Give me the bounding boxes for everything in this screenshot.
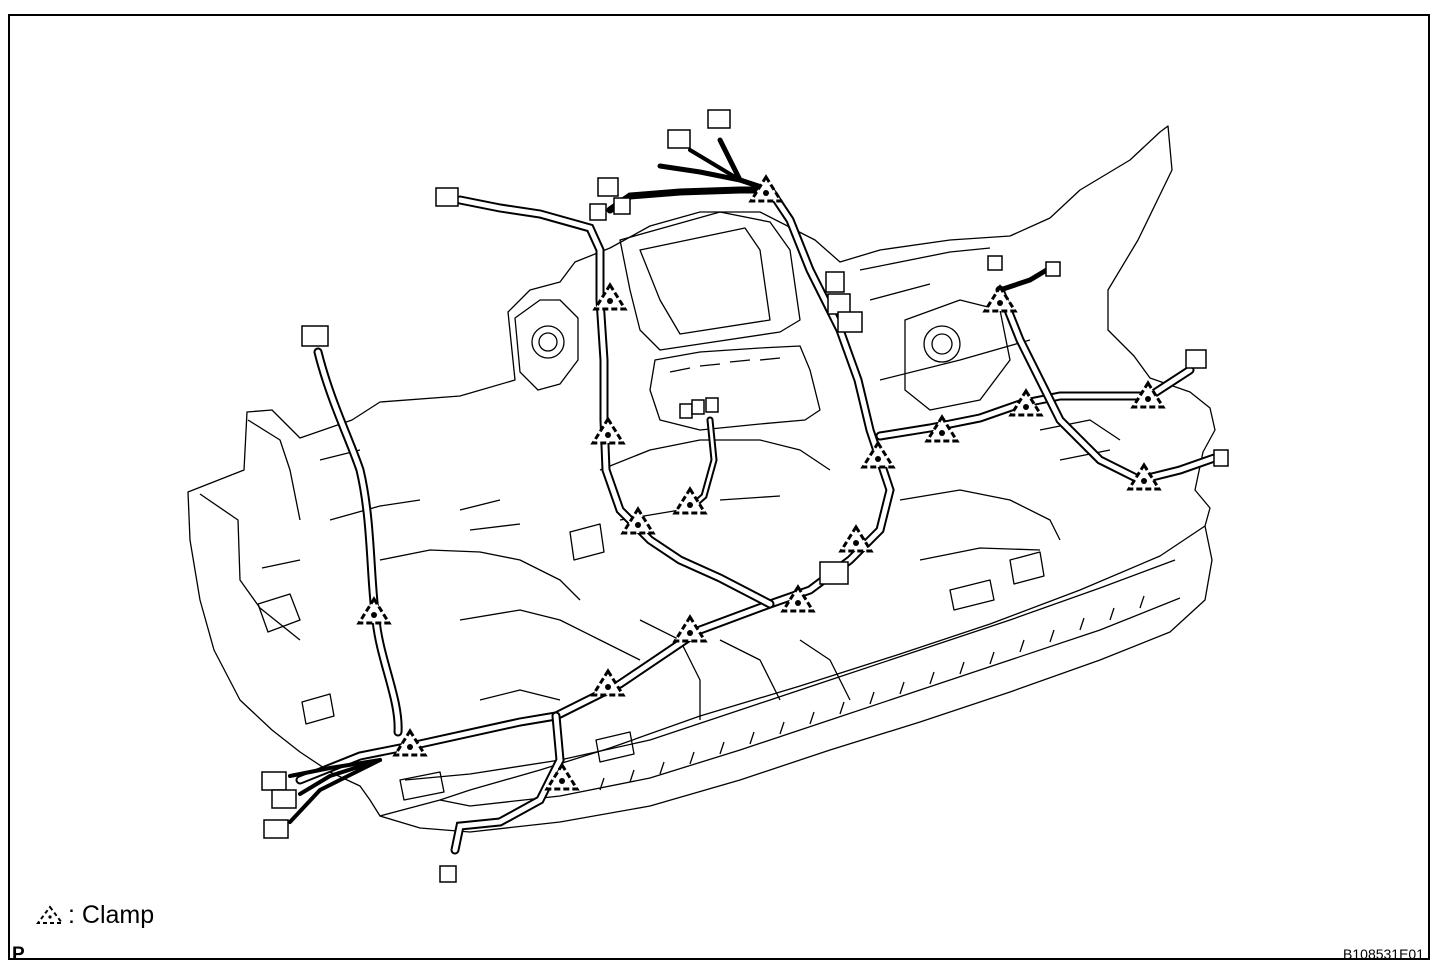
clamp [860,440,896,469]
connector [837,311,863,333]
instrument-panel-outline [187,125,1216,833]
clamp [590,668,626,697]
clamp [356,596,392,625]
clamp [620,506,656,535]
wire-harness [288,137,1225,855]
connector [589,203,607,221]
connector [439,865,457,883]
clamp [592,282,628,311]
panel-letter: P [12,944,25,965]
connector [263,819,289,839]
clamp [672,486,708,515]
clamp [748,174,784,203]
legend-label: : Clamp [68,901,155,929]
clamp [1130,380,1166,409]
connector [301,325,329,347]
connector [679,403,693,419]
connector [987,255,1003,271]
connectors [261,109,1229,883]
connector [819,561,849,585]
figure-frame [8,14,1430,960]
connector [597,177,619,197]
clamp [982,284,1018,313]
connector [827,293,851,315]
connector [1213,449,1229,467]
clamp [590,416,626,445]
connector [667,129,691,149]
clamp [1008,388,1044,417]
figure-code: B108531E01 [1343,946,1424,962]
clamp [544,762,580,791]
clamp [780,584,816,613]
connector [707,109,731,129]
connector [261,771,287,791]
connector [435,187,459,207]
clamp-symbol-icon [36,905,64,924]
connector [271,789,297,809]
clamp [392,728,428,757]
connector [691,399,705,415]
clamp-symbols [356,174,1166,791]
connector [613,197,631,215]
clamp [924,414,960,443]
connector [1045,261,1061,277]
clamp [1126,462,1162,491]
connector [705,397,719,413]
connector [825,271,845,293]
clamp [672,614,708,643]
connector [1185,349,1207,369]
legend: : Clamp [34,900,154,930]
clamp [838,524,874,553]
